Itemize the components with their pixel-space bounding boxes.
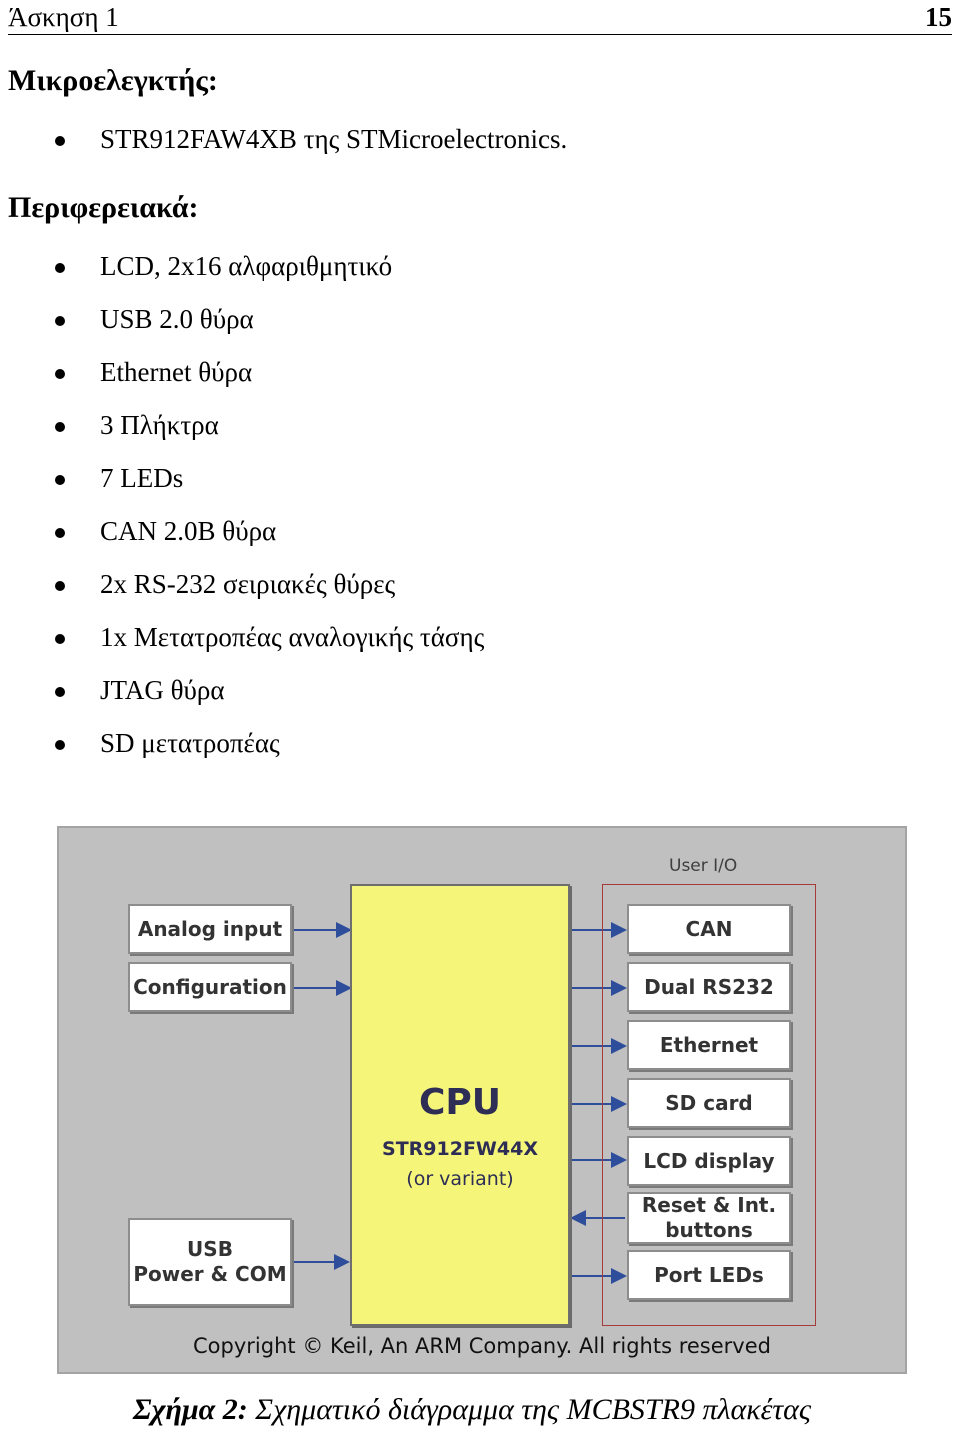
list-item-text: Ethernet θύρα [100,357,253,387]
diagram-arrows [279,922,627,1284]
caption-text: Σχηματικό διάγραμμα της MCBSTR9 πλακέτας [255,1393,812,1426]
cpu-variant: (or variant) [406,1168,514,1190]
block-diagram: Analog input Configuration USB Power & C… [57,826,907,1374]
bullet-icon [55,528,65,538]
peripherals-heading: Περιφερειακά: [8,191,199,224]
usb-power-com-block: USB Power & COM [128,1218,292,1306]
bullet-icon [55,316,65,326]
cpu-title: CPU [418,1082,502,1123]
port-leds-block: Port LEDs [627,1250,791,1300]
bullet-icon [55,740,65,750]
bullet-icon [55,263,65,273]
list-item-text: 7 LEDs [100,463,184,493]
microcontroller-heading: Μικροελεγκτής: [8,64,218,97]
ethernet-block: Ethernet [627,1020,791,1070]
block-label: Power & COM [133,1262,287,1286]
reset-int-buttons-block: Reset & Int. buttons [627,1192,791,1244]
cpu-block: CPU STR912FW44X (or variant) [350,884,570,1326]
figure-caption: Σχήμα 2: Σχηματικό διάγραμμα της MCBSTR9… [133,1393,811,1427]
list-item-text: 2x RS-232 σειριακές θύρες [100,569,396,599]
bullet-icon [55,581,65,591]
copyright-notice: Copyright © Keil, An ARM Company. All ri… [193,1334,771,1358]
list-item-text: USB 2.0 θύρα [100,304,254,334]
block-label: Analog input [137,916,283,941]
copyright-icon: © [302,1334,324,1358]
cpu-model: STR912FW44X [382,1138,538,1160]
copyright-label: Copyright [193,1334,296,1358]
block-label: Dual RS232 [644,974,774,999]
lcd-display-block: LCD display [627,1136,791,1186]
list-item-text: STR912FAW4XB της STMicroelectronics. [100,124,568,154]
page-number: 15 [925,2,952,32]
configuration-block: Configuration [128,962,292,1012]
list-item-text: 3 Πλήκτρα [100,410,219,440]
caption-label: Σχήμα 2: [133,1393,248,1426]
user-io-title: User I/O [669,856,738,876]
bullet-icon [55,475,65,485]
analog-input-block: Analog input [128,904,292,954]
block-label: CAN [685,916,733,941]
list-item-text: LCD, 2x16 αλφαριθμητικό [100,251,393,281]
dual-rs232-block: Dual RS232 [627,962,791,1012]
bullet-icon [55,369,65,379]
bullet-icon [55,136,65,146]
page-header: Άσκηση 1 15 [8,0,952,35]
bullet-icon [55,422,65,432]
bullet-icon [55,687,65,697]
block-label: SD card [665,1090,753,1115]
list-item-text: JTAG θύρα [100,675,225,705]
can-block: CAN [627,904,791,954]
user-io-group [602,884,816,1326]
block-label: LCD display [643,1148,775,1173]
sd-card-block: SD card [627,1078,791,1128]
block-label: Reset & Int. [641,1193,777,1217]
copyright-text: Keil, An ARM Company. All rights reserve… [330,1334,771,1358]
list-item-text: SD μετατροπέας [100,728,280,758]
bullet-icon [55,634,65,644]
block-label: Port LEDs [654,1262,764,1287]
block-label: USB [187,1237,233,1261]
block-label: buttons [665,1218,753,1242]
list-item-text: 1x Μετατροπέας αναλογικής τάσης [100,622,485,652]
list-item-text: CAN 2.0B θύρα [100,516,277,546]
block-label: Configuration [133,974,287,999]
block-label: Ethernet [659,1032,759,1057]
section-title: Άσκηση 1 [8,2,119,32]
